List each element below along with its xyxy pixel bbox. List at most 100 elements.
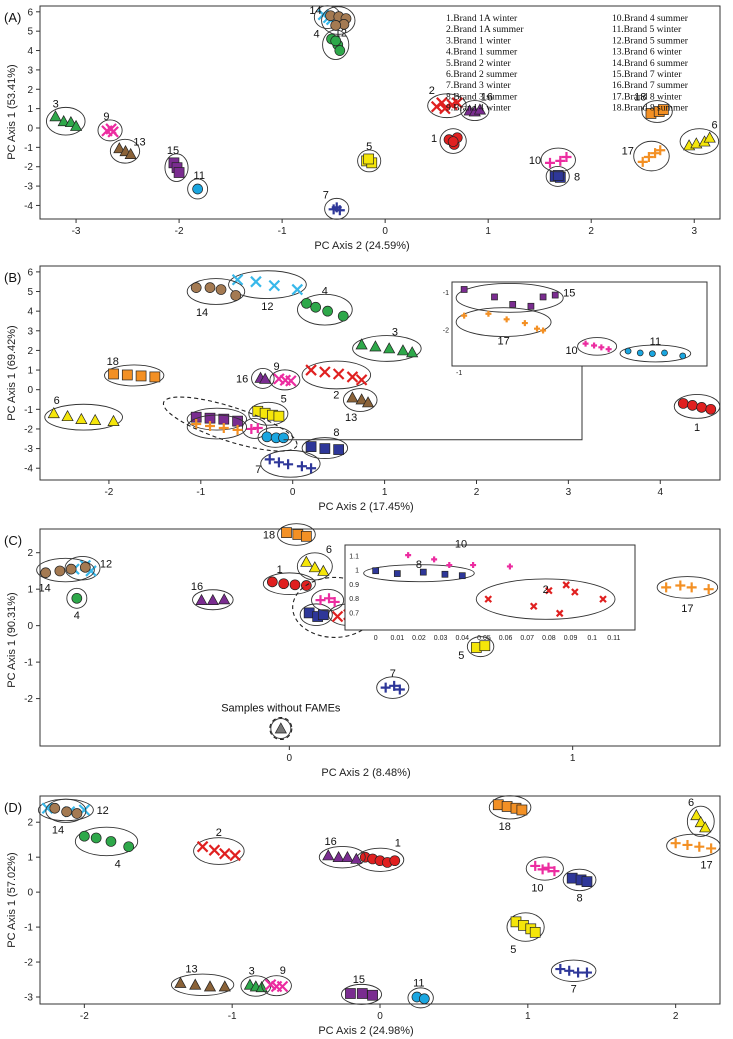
inset-y-tick-label: -1 [443, 290, 449, 297]
x-tick-label: 0 [377, 1011, 383, 1022]
x-tick-label: 3 [691, 226, 697, 237]
chart_data.1-point-17-1 [205, 421, 215, 432]
chart_data.1-ellipse-12 [228, 270, 307, 300]
chart_data-1-label-8: 8 [333, 427, 339, 439]
chart_data-3-label-3: 3 [249, 965, 255, 977]
chart_data.2-group-none [270, 718, 292, 739]
legend-entry: 15.Brand 7 winter [612, 69, 682, 80]
chart_data.0-ellipse-10 [540, 147, 576, 173]
chart_data.0-ellipse-8 [545, 165, 570, 187]
chart_data.2-point-6-0 [300, 555, 313, 567]
inset-point-8-4 [458, 572, 466, 580]
chart_data-0-label-16: 16 [481, 92, 493, 104]
legend-entry: 18.Brand 8 summer [612, 103, 689, 114]
chart_data.2-point-7-0 [380, 682, 391, 693]
chart_data.3-group-2: 2 [193, 827, 245, 865]
chart_data.3-group-6: 6 [686, 797, 715, 837]
chart_data.0-point-9-2 [107, 126, 119, 138]
inset-y-tick-label: 1.1 [349, 554, 359, 561]
chart_data.1-point-4-0 [301, 297, 312, 309]
chart_data.0-point-18-2 [657, 104, 669, 115]
chart_data.2-ellipse-16 [192, 589, 234, 611]
chart_data-0-label-7: 7 [323, 189, 329, 201]
chart_data.2-ellipse-17 [656, 576, 719, 599]
inset-group-10: 10 [405, 538, 513, 570]
inset-ellipse-11 [619, 344, 692, 363]
chart_data.0-point-17-0 [637, 156, 648, 167]
chart_data.1-ellipse-2 [301, 360, 372, 390]
x-axis-label: PC Axis 2 (17.45%) [318, 501, 413, 513]
chart_data.1-point-2-4 [355, 374, 368, 386]
panel-label: (A) [4, 10, 21, 25]
chart_data.2-point-5-1 [479, 640, 491, 652]
chart_data.2-point-17-1 [675, 580, 686, 591]
chart_data.1-point-2-3 [346, 371, 359, 383]
y-tick-label: 6 [27, 7, 33, 18]
inset-group-11: 11 [619, 336, 692, 363]
chart_data.0-point-10-2 [561, 152, 572, 163]
chart_data.2-point-18-2 [300, 530, 312, 542]
y-tick-label: -4 [24, 201, 33, 212]
y-tick-label: -2 [24, 694, 33, 705]
x-tick-label: 3 [566, 487, 572, 498]
y-axis-label: PC Axis 1 (69.42%) [6, 325, 18, 420]
legend-entry: 13.Brand 6 winter [612, 47, 682, 58]
x-axis-label: PC Axis 2 (8.48%) [321, 767, 410, 779]
inset-ellipse-10 [577, 337, 618, 356]
chart_data.1-point-14-3 [230, 290, 242, 301]
chart_data.0-point-17-1 [643, 152, 654, 163]
chart_data.0-group-1: 1 [431, 128, 467, 154]
x-tick-label: -1 [278, 226, 287, 237]
chart_data.1-point-8-2 [333, 444, 344, 455]
chart_data.1-point-5-3 [273, 410, 285, 422]
inset-label-17: 17 [497, 336, 509, 348]
x-tick-label: 2 [588, 226, 594, 237]
chart_data.3-point-7-1 [564, 965, 575, 976]
chart_data.3-point-14-0 [49, 802, 61, 814]
chart_data.2-point-1-2 [289, 579, 301, 591]
chart_data.3-point-6-2 [699, 821, 712, 833]
chart_data.3-ellipse-14 [45, 798, 87, 823]
chart_data.3-point-13-1 [189, 978, 202, 990]
chart_data.1-point-13-1 [355, 393, 368, 405]
chart_data.2-point-14-3 [79, 561, 91, 573]
chart_data.0-ellipse-6 [679, 128, 720, 155]
chart_data.1-point-3-2 [383, 342, 396, 354]
chart_data.3-point-17-3 [706, 843, 717, 854]
inset-point-8-3 [441, 570, 449, 578]
chart_data.2-point-4-0 [71, 592, 83, 604]
chart_data.3-ellipse-9 [261, 975, 292, 997]
chart_data.3-point-6-0 [690, 809, 703, 821]
chart_data-0-label-2: 2 [429, 85, 435, 97]
x-axis-label: PC Axis 2 (24.59%) [314, 240, 409, 252]
chart_data.2-point-18-0 [281, 527, 292, 538]
chart_data.1-point-9-2 [285, 375, 297, 387]
y-tick-label: -2 [24, 162, 33, 173]
chart_data.1-group-7: 7 [255, 449, 321, 478]
chart_data.3-point-14-2 [71, 808, 83, 819]
chart_data-3-label-7: 7 [571, 983, 577, 995]
inset-x-tick-label: 0.02 [412, 635, 426, 642]
chart_data.2-ellipse-18 [277, 523, 316, 546]
chart_data.1-group-2: 2 [301, 360, 372, 402]
chart_data.3-group-17: 17 [666, 833, 721, 872]
chart_data.3-ellipse-5 [506, 912, 545, 942]
y-tick-label: 0 [27, 621, 33, 632]
chart_data.0-group-16: 16 [460, 92, 493, 122]
chart_data.1-point-1-0 [677, 398, 689, 409]
chart_data.3-group-9: 9 [261, 965, 292, 997]
dashed-cluster-ellipse [162, 396, 298, 452]
chart_data.1-point-14-2 [215, 284, 227, 295]
chart_data.0-group-15: 15 [164, 145, 189, 182]
inset-point-10-4 [506, 563, 513, 570]
chart_data.2-point-16-1 [206, 593, 219, 605]
chart_data-3-label-10: 10 [531, 882, 543, 894]
legend-entry: 17.Brand 8 winter [612, 91, 682, 102]
chart_data-0-label-10: 10 [529, 155, 541, 167]
chart_data.3-group-13: 13 [170, 964, 235, 996]
legend-entry: 2.Brand 1A summer [446, 24, 524, 35]
chart_data.1-point-10-1 [252, 422, 263, 433]
chart_data.0-ellipse-3 [46, 106, 86, 136]
chart_data-0-label-3: 3 [53, 98, 59, 110]
